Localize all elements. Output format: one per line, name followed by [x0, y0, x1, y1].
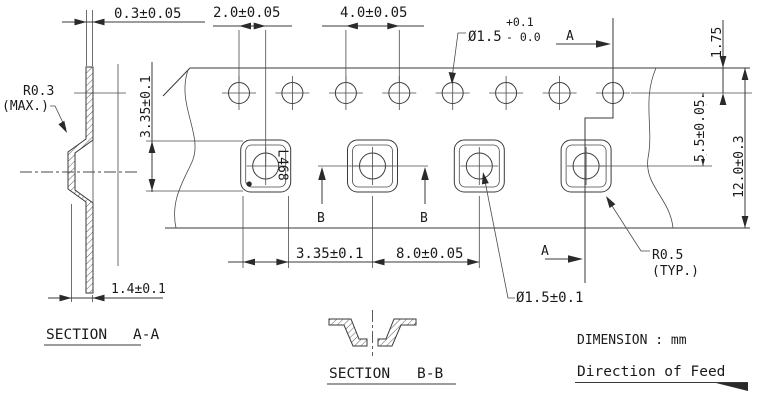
dim-text: 2.0±0.05	[213, 5, 280, 21]
pocket-cross-section-left	[328, 318, 368, 347]
dim-text: 5.5±0.05	[693, 99, 708, 162]
section-word: SECTION	[329, 366, 390, 382]
dim-text: 8.0±0.05	[396, 246, 463, 262]
section-aa-view: 0.3±0.05 R0.3 (MAX.) 1.4±0.1 SECTION A-A	[2, 6, 205, 346]
section-bb-title: SECTION B-B	[327, 366, 456, 385]
sprocket-holes	[222, 76, 630, 110]
section-a-label: A	[566, 29, 574, 44]
dim-text: 3.35±0.1	[296, 246, 363, 262]
dim-text: Ø1.5±0.1	[516, 290, 583, 306]
dim-text: 3.35±0.1	[139, 75, 154, 138]
section-aa-title: SECTION A-A	[44, 327, 159, 346]
dim-text: 0.3±0.05	[114, 6, 181, 22]
dim-note: (MAX.)	[2, 99, 49, 114]
dim-pocket-corner-radius: R0.5 (TYP.)	[606, 196, 699, 279]
section-a-label: A	[541, 244, 549, 259]
section-b-cut: B B	[317, 165, 429, 226]
pocket	[453, 139, 505, 193]
dim-sprocket-pitch: 4.0±0.05	[322, 5, 424, 82]
sprocket-hole	[542, 76, 577, 110]
section-bb-view: SECTION B-B	[327, 310, 456, 385]
dim-text: R0.3	[23, 84, 54, 99]
dim-bend-radius: R0.3 (MAX.)	[2, 84, 67, 133]
dim-tape-thickness: 0.3±0.05	[62, 6, 205, 66]
section-word: SECTION	[46, 327, 107, 343]
dim-tol-upper: +0.1	[506, 15, 534, 29]
tape-corner-break	[162, 67, 191, 97]
section-id: B-B	[417, 366, 443, 382]
dim-edge-to-hole: 1.75	[710, 20, 727, 105]
dimension-unit-note: DIMENSION : mm	[577, 333, 687, 348]
component-marking: L468	[275, 149, 290, 180]
dim-hole-to-pocket-center: 5.5±0.05	[692, 93, 708, 166]
dim-text: 1.4±0.1	[111, 282, 166, 297]
dim-hole-to-pocket-offset: 2.0±0.05	[213, 5, 292, 166]
dim-text: 12.0±0.3	[732, 135, 747, 198]
left-break-line	[174, 69, 196, 229]
dim-note: (TYP.)	[652, 264, 699, 279]
dim-text: 4.0±0.05	[340, 5, 407, 21]
dim-tape-width: 12.0±0.3	[732, 68, 749, 228]
section-a-cut: A A	[541, 18, 614, 283]
section-id: A-A	[133, 327, 159, 343]
dim-pocket-pitch: 8.0±0.05	[372, 196, 480, 268]
section-b-label: B	[420, 211, 428, 226]
dim-text: 1.75	[710, 27, 725, 58]
pocket-cross-section-right	[377, 318, 417, 347]
dim-tol-lower: - 0.0	[506, 30, 541, 44]
sprocket-hole	[489, 76, 524, 110]
right-break-line	[647, 67, 674, 229]
dim-pocket-depth: 1.4±0.1	[48, 204, 166, 302]
feed-direction-arrow	[716, 383, 748, 391]
notes: DIMENSION : mm Direction of Feed	[575, 333, 748, 391]
dim-pocket-hole-dia: Ø1.5±0.1	[481, 172, 583, 306]
section-b-label: B	[317, 211, 325, 226]
polarity-dot	[246, 181, 252, 187]
direction-of-feed-note: Direction of Feed	[577, 364, 725, 380]
plan-view: L468 B B	[139, 5, 752, 306]
dim-sprocket-hole-dia: Ø1.5 +0.1 - 0.0	[448, 15, 541, 84]
dim-pocket-height: 3.35±0.1	[139, 62, 243, 192]
dim-pocket-width: 3.35±0.1	[228, 196, 400, 268]
dim-text: R0.5	[652, 248, 683, 263]
sprocket-hole	[275, 76, 310, 110]
dim-text: Ø1.5	[468, 29, 502, 45]
